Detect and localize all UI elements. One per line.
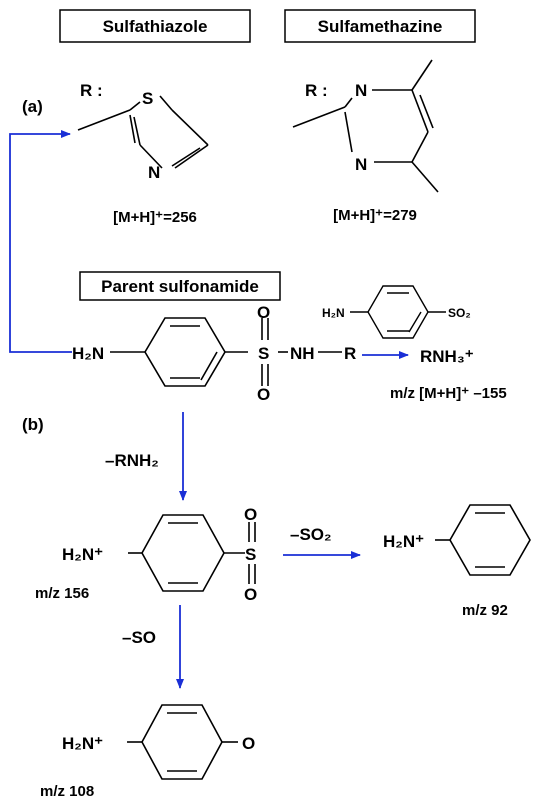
atom-n-2: N <box>355 155 367 174</box>
mz156-s: S <box>245 545 256 564</box>
parent-s: S <box>258 344 269 363</box>
parent-h2n: H₂N <box>72 344 104 363</box>
rnh3-product: RNH₃⁺ <box>420 347 474 366</box>
loss-so: –SO <box>122 628 156 647</box>
atom-n: N <box>148 163 160 182</box>
mz156-mass: m/z 156 <box>35 585 89 602</box>
sulfamethazine-title-box: Sulfamethazine <box>284 9 476 43</box>
panel-label-a: (a) <box>22 97 43 116</box>
parent-r: R <box>344 344 356 363</box>
sulfathiazole-title-box: Sulfathiazole <box>59 9 251 43</box>
mz108-o: O <box>242 734 255 753</box>
mz156-h2n: H₂N⁺ <box>62 545 103 564</box>
small-so2: SO₂ <box>448 306 471 320</box>
mz156-o-bottom: O <box>244 585 257 604</box>
aminophenyl-so2-structure <box>350 285 446 339</box>
mz92-structure <box>435 504 531 576</box>
r-label-1: R : <box>80 81 103 100</box>
mz156-o-top: O <box>244 505 257 524</box>
mz108-mass: m/z 108 <box>40 783 94 800</box>
mz92-mass: m/z 92 <box>462 602 508 619</box>
sulfamethazine-mass: [M+H]⁺=279 <box>333 207 417 224</box>
sulfamethazine-title: Sulfamethazine <box>318 17 443 36</box>
atom-n-1: N <box>355 81 367 100</box>
r-group-arrow <box>9 130 72 353</box>
parent-o-top: O <box>257 303 270 322</box>
parent-structure <box>110 317 342 387</box>
parent-title: Parent sulfonamide <box>101 277 259 296</box>
mz92-h2n: H₂N⁺ <box>383 532 424 551</box>
mz108-structure <box>127 704 238 780</box>
loss-so2: –SO₂ <box>290 525 332 544</box>
panel-label-b: (b) <box>22 415 44 434</box>
parent-title-box: Parent sulfonamide <box>79 271 281 301</box>
mz108-h2n: H₂N⁺ <box>62 734 103 753</box>
mz156-structure <box>128 514 256 592</box>
r-label-2: R : <box>305 81 328 100</box>
sulfathiazole-title: Sulfathiazole <box>103 17 208 36</box>
parent-o-bottom: O <box>257 385 270 404</box>
parent-nh: NH <box>290 344 315 363</box>
loss-rnh2: –RNH₂ <box>105 451 159 470</box>
small-h2n: H₂N <box>322 306 345 320</box>
sulfathiazole-structure <box>77 95 209 169</box>
sulfathiazole-mass: [M+H]⁺=256 <box>113 209 197 226</box>
sulfamethazine-structure <box>292 59 439 193</box>
atom-s: S <box>142 89 153 108</box>
rnh3-mass: m/z [M+H]⁺ –155 <box>390 385 507 402</box>
